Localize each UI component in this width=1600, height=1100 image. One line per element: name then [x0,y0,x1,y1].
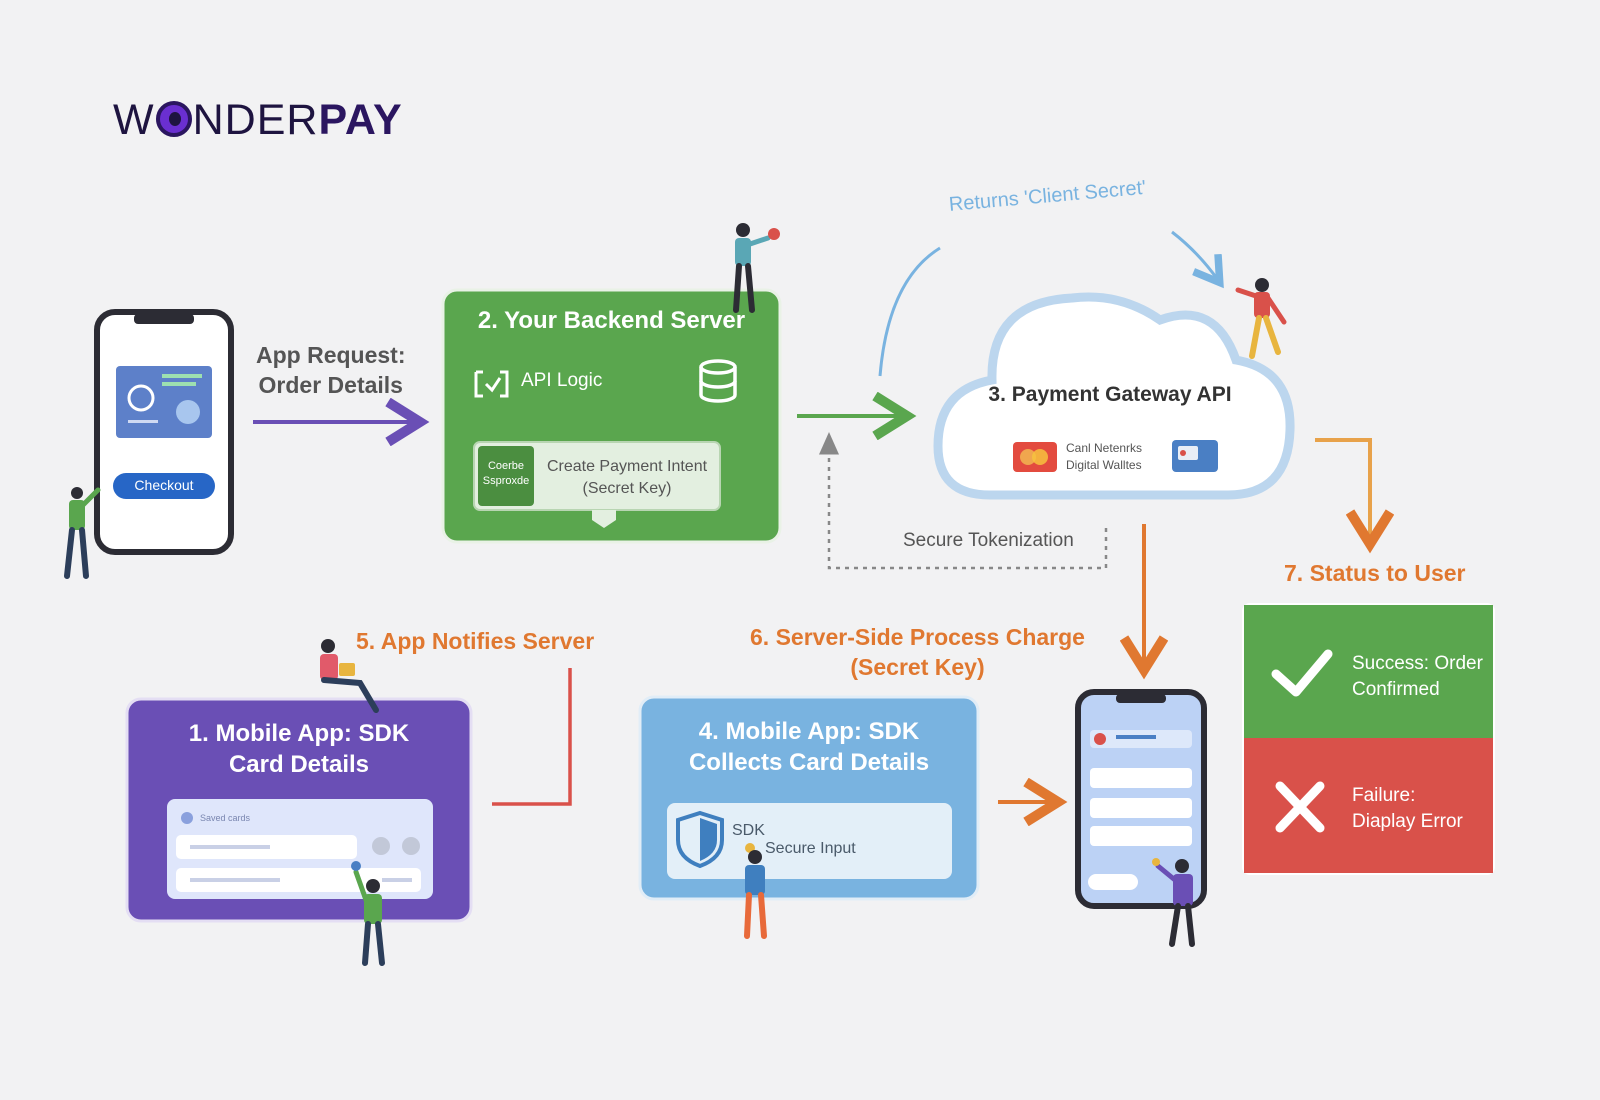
client-secret-arc [878,246,941,377]
server-side-line1: 6. Server-Side Process Charge [750,624,1085,650]
app-request-label: App Request: Order Details [256,340,406,400]
person-box1-bottom [351,861,385,966]
networks-line1: Canl Netenrks [1066,441,1143,455]
sdk-collects-line1: 4. Mobile App: SDK [698,718,920,745]
sdk-label: SDK [732,822,765,839]
payment-gateway-cloud [933,292,1295,500]
app-request-line1: App Request: [256,342,406,368]
success-label: Success: Order Confirmed [1352,651,1483,703]
secure-tokenization-label: Secure Tokenization [903,530,1074,551]
mobile-sdk-card-box [125,697,473,923]
backend-server-box [441,288,782,544]
logo-mark-icon [155,101,192,137]
gateway-title: 3. Payment Gateway API [988,383,1232,406]
create-intent-label: Create Payment Intent (Secret Key) [538,456,716,500]
create-intent-line2: (Secret Key) [582,480,672,497]
success-line2: Confirmed [1352,679,1440,700]
failure-label: Failure: Diaplay Error [1352,783,1463,835]
badge-line2: Ssproxde [482,475,530,487]
check-icon [1271,649,1333,697]
saved-cards-label: Saved cards [200,813,251,823]
person-box1-top [320,639,379,713]
face-id-icon [402,837,420,855]
logo-text-mid: NDER [192,96,319,144]
failure-panel [1244,738,1493,873]
cross-icon [1275,781,1325,833]
api-logic-icon [474,370,509,398]
gateway-to-status-arrow [1315,438,1370,540]
database-icon [699,359,737,403]
mobile-sdk-card-line1: 1. Mobile App: SDK [188,720,410,747]
shield-icon [676,810,724,869]
checkout-button[interactable] [113,473,215,499]
app-request-line2: Order Details [258,372,403,398]
notify-server-title: 5. App Notifies Server [356,628,595,654]
networks-line2: Digital Walltes [1066,458,1142,472]
sdk-collects-box [638,695,980,901]
status-box [1242,603,1495,875]
networks-label: Canl Netenrks Digital Walltes [1066,440,1142,474]
person-result-phone [1152,858,1195,947]
sdk-collects-title: 4. Mobile App: SDK Collects Card Details [640,716,978,778]
result-phone [1075,689,1207,909]
badge-label: Coerbe Ssproxde [478,459,534,489]
badge-icon [478,446,534,506]
person-top-backend [733,223,780,313]
checkout-button-label[interactable]: Checkout [134,477,194,493]
success-panel [1244,605,1493,738]
logo-text-pay: PAY [318,96,403,144]
api-logic-label: API Logic [521,370,603,391]
status-title: 7. Status to User [1284,560,1466,586]
person-right-cloud [1235,278,1287,359]
failure-line2: Diaplay Error [1352,811,1463,832]
notification-icon [768,228,780,240]
person-box4 [744,850,767,939]
badge-line1: Coerbe [487,460,525,472]
logo-text-start: W [113,96,155,144]
failure-line1: Failure: [1352,785,1416,806]
person-left-phone [64,487,101,579]
mobile-sdk-card-title: 1. Mobile App: SDK Card Details [127,718,471,780]
backend-server-title: 2. Your Backend Server [477,307,746,334]
server-side-title: 6. Server-Side Process Charge (Secret Ke… [740,622,1095,682]
checkout-phone [94,309,234,555]
wonderpay-logo: W NDERPAY [113,96,403,145]
client-secret-arrow [1171,230,1218,280]
tokenization-path [819,432,1108,570]
secure-input-field[interactable]: Secure Input [765,840,856,857]
success-line1: Success: Order [1352,653,1483,674]
notify-server-connector [492,668,572,806]
server-side-line2: (Secret Key) [850,654,985,680]
mobile-sdk-card-line2: Card Details [228,751,370,778]
sdk-collects-line2: Collects Card Details [688,749,930,776]
create-intent-line1: Create Payment Intent [546,458,708,475]
fingerprint-icon [372,837,390,855]
